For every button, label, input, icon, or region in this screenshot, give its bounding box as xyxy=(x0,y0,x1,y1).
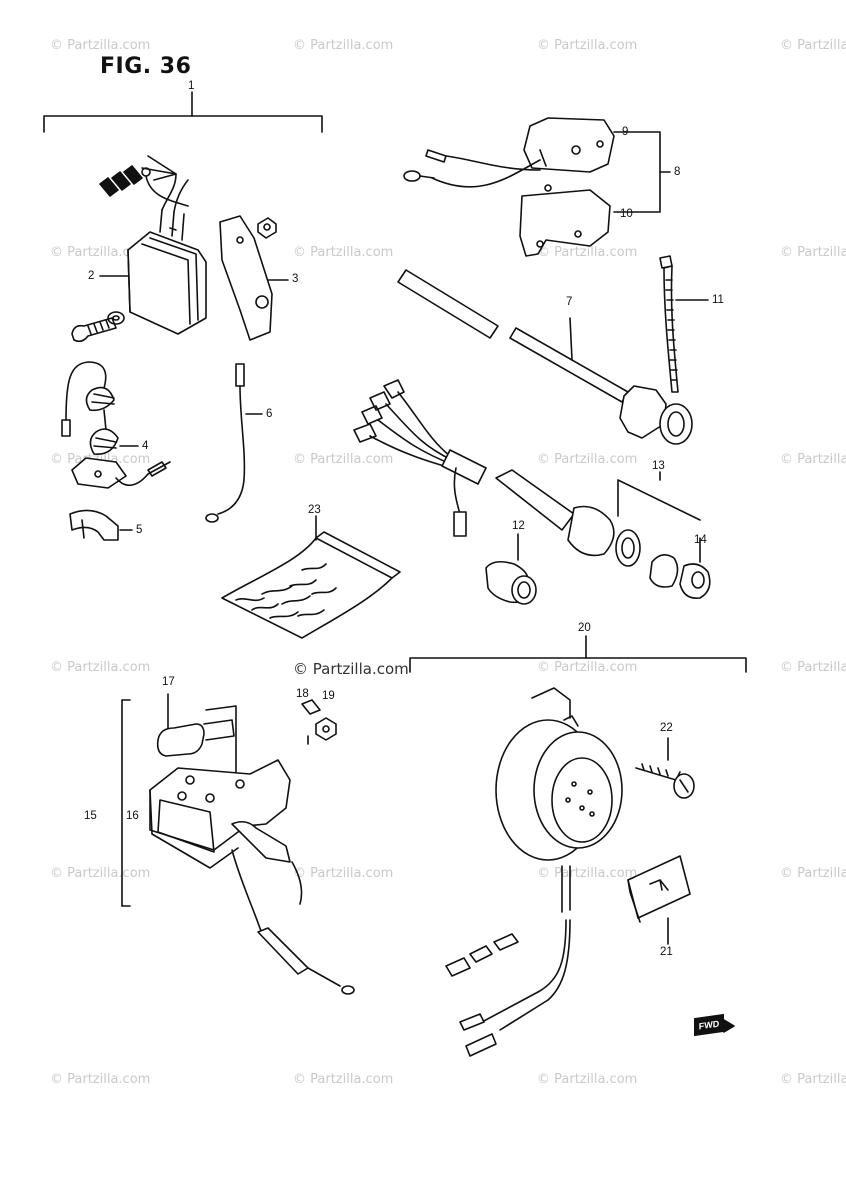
callout-16: 16 xyxy=(126,810,139,822)
watermark: © Partzilla.com xyxy=(293,866,394,881)
watermark: © Partzilla.com xyxy=(780,1072,846,1087)
part-cable-tie xyxy=(659,255,709,393)
watermark: © Partzilla.com xyxy=(293,1072,394,1087)
watermark: © Partzilla.com xyxy=(537,452,638,467)
watermark: © Partzilla.com xyxy=(293,38,394,53)
callout-6: 6 xyxy=(266,408,273,420)
callout-8: 8 xyxy=(674,166,681,178)
watermark: © Partzilla.com xyxy=(537,1072,638,1087)
fwd-arrow-icon xyxy=(723,1019,735,1033)
part-pad xyxy=(627,855,691,945)
callout-1: 1 xyxy=(188,80,195,92)
part-main-harness xyxy=(353,379,711,600)
watermark: © Partzilla.com xyxy=(50,38,151,53)
callout-22: 22 xyxy=(660,722,673,734)
callout-4: 4 xyxy=(142,440,149,452)
watermark: © Partzilla.com xyxy=(780,866,846,881)
bracket-item-20 xyxy=(409,635,747,673)
watermark: © Partzilla.com xyxy=(780,452,846,467)
callout-17: 17 xyxy=(162,676,175,688)
part-suppressor-coil xyxy=(61,361,171,489)
callout-20: 20 xyxy=(578,622,591,634)
watermark-feature: © Partzilla.com xyxy=(293,660,409,678)
callout-12: 12 xyxy=(512,520,525,532)
callout-18: 18 xyxy=(296,688,309,700)
callout-23: 23 xyxy=(308,504,321,516)
watermark: © Partzilla.com xyxy=(537,245,638,260)
watermark: © Partzilla.com xyxy=(537,38,638,53)
callout-5: 5 xyxy=(136,524,143,536)
callout-14: 14 xyxy=(694,534,707,546)
part-rectifier xyxy=(99,155,207,335)
part-mount-assembly xyxy=(121,693,355,995)
part-bracket-plate xyxy=(219,215,277,341)
part-screw-washer xyxy=(71,311,125,343)
part-grommet xyxy=(485,533,537,605)
watermark: © Partzilla.com xyxy=(293,452,394,467)
part-wire-clip xyxy=(69,509,119,541)
bracket-item-1 xyxy=(43,91,323,133)
watermark: © Partzilla.com xyxy=(50,245,151,260)
callout-7: 7 xyxy=(566,296,573,308)
callout-21: 21 xyxy=(660,946,673,958)
watermark: © Partzilla.com xyxy=(50,866,151,881)
watermark: © Partzilla.com xyxy=(780,38,846,53)
watermark: © Partzilla.com xyxy=(537,660,638,675)
part-ground-wire xyxy=(205,363,246,523)
watermark: © Partzilla.com xyxy=(50,660,151,675)
part-parts-bag xyxy=(221,515,401,639)
watermark: © Partzilla.com xyxy=(293,245,394,260)
callout-10: 10 xyxy=(620,208,633,220)
part-screw xyxy=(635,737,695,799)
figure-title: FIG. 36 xyxy=(100,54,192,79)
callout-9: 9 xyxy=(622,126,629,138)
watermark: © Partzilla.com xyxy=(780,245,846,260)
callout-2: 2 xyxy=(88,270,95,282)
part-buzzer xyxy=(445,687,623,1057)
callout-3: 3 xyxy=(292,273,299,285)
watermark: © Partzilla.com xyxy=(780,660,846,675)
callout-19: 19 xyxy=(322,690,335,702)
callout-15: 15 xyxy=(84,810,97,822)
watermark: © Partzilla.com xyxy=(50,1072,151,1087)
part-harness-tube xyxy=(397,269,693,445)
callout-11: 11 xyxy=(712,294,724,306)
callout-13: 13 xyxy=(652,460,665,472)
part-switch-assembly xyxy=(403,117,671,257)
